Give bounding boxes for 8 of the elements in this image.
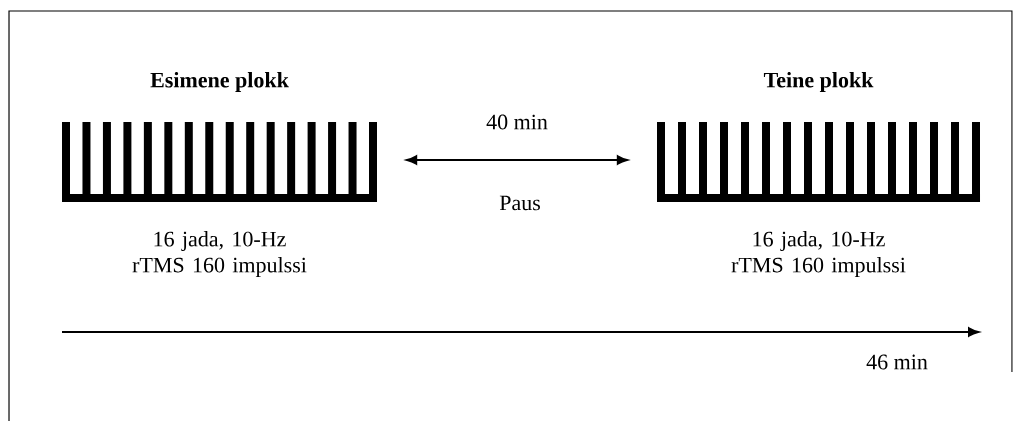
duration-label: 46 min [866,354,928,370]
block-caption: 16 jada, 10-Hz rTMS 160 impulssi [731,231,906,277]
double-arrow [406,155,628,165]
block-heading: Teine plokk [763,72,874,92]
block-heading: Esimene plokk [150,72,289,92]
edge-label: 40 min [486,114,548,130]
block-caption: 16 jada, 10-Hz rTMS 160 impulssi [132,231,307,277]
pause-label: Paus [499,195,540,211]
